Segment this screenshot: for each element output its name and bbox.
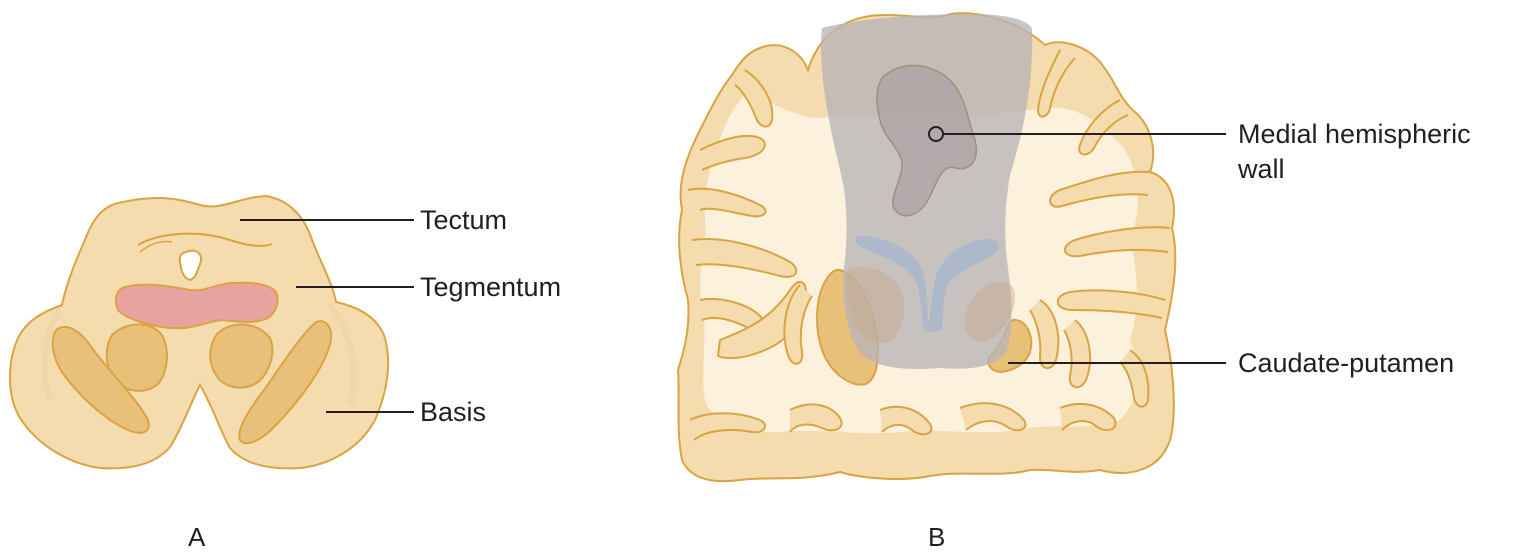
panel-letter-a: A — [188, 522, 206, 552]
label-medial-hemispheric: Medial hemispheric — [1238, 119, 1471, 149]
label-medial-wall-line2: wall — [1238, 154, 1285, 184]
panel-letter-b: B — [928, 522, 946, 552]
nucleus-right — [209, 323, 274, 389]
tectum-boundary — [137, 232, 273, 248]
peduncle-left — [51, 325, 150, 434]
panel-a-midbrain-section — [9, 194, 414, 470]
peduncle-right — [238, 320, 332, 445]
tegmentum-pink-region — [114, 281, 279, 330]
label-tectum: Tectum — [420, 205, 508, 235]
label-caudate-putamen: Caudate-putamen — [1238, 348, 1455, 378]
cerebral-aqueduct — [178, 249, 202, 282]
lateral-ventricles — [855, 236, 999, 332]
label-tegmentum: Tegmentum — [420, 272, 562, 302]
panel-b-coronal-section — [676, 12, 1226, 483]
label-basis: Basis — [420, 397, 487, 427]
